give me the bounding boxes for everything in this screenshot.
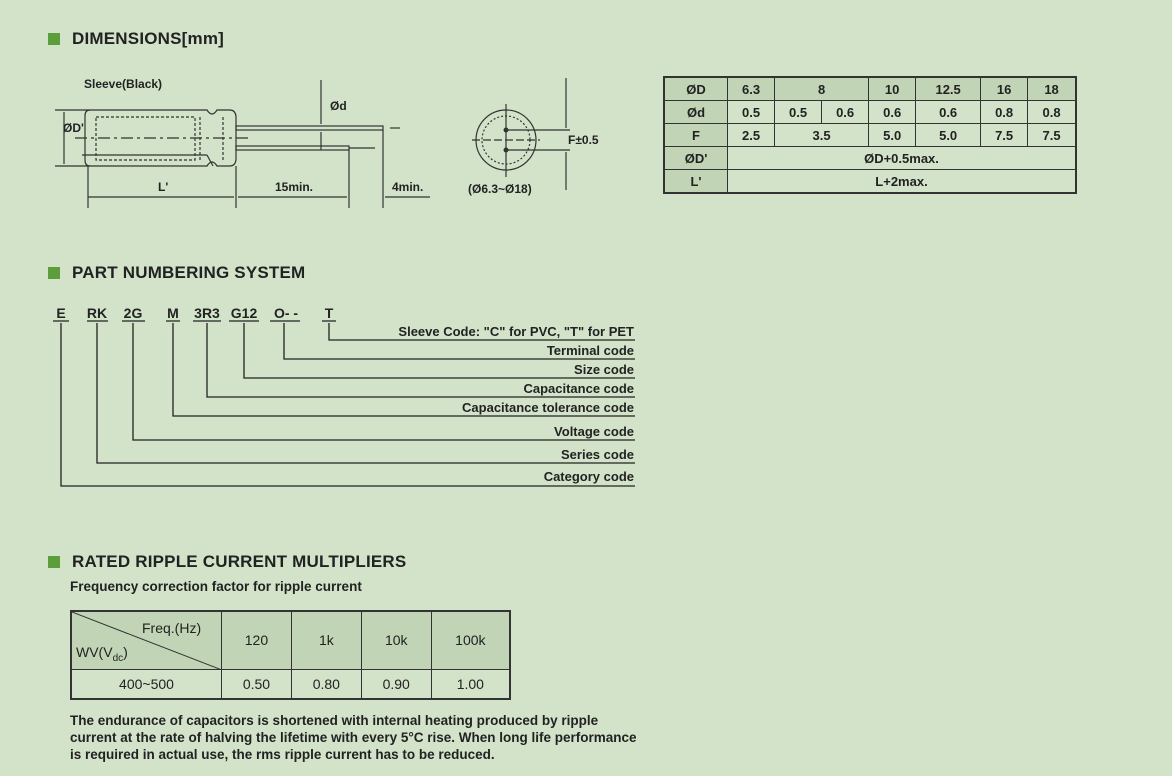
table-cell: 16 bbox=[980, 76, 1029, 101]
corner-header-cell: Freq.(Hz) WV(Vdc) bbox=[70, 610, 222, 670]
code-category: E bbox=[56, 305, 65, 321]
code-tolerance: M bbox=[167, 305, 179, 321]
code-sleeve: T bbox=[325, 305, 334, 321]
label-sleeve-code: Sleeve Code: "C" for PVC, "T" for PET bbox=[398, 324, 634, 339]
lead-ext-label: 4min. bbox=[392, 180, 423, 194]
table-row: ØD' ØD+0.5max. bbox=[663, 146, 1077, 170]
table-cell: 0.5 bbox=[726, 100, 776, 124]
table-cell: 0.8 bbox=[1027, 100, 1077, 124]
freq-label: Freq.(Hz) bbox=[142, 620, 202, 636]
section-ripple-title: RATED RIPPLE CURRENT MULTIPLIERS bbox=[48, 552, 406, 572]
table-cell: 0.8 bbox=[980, 100, 1029, 124]
table-cell: 5.0 bbox=[868, 123, 917, 147]
bullet-square-icon bbox=[48, 267, 60, 279]
table-cell: 7.5 bbox=[980, 123, 1029, 147]
row-header: L' bbox=[663, 169, 728, 194]
code-capacitance: 3R3 bbox=[194, 305, 220, 321]
range-label: (Ø6.3~Ø18) bbox=[468, 182, 532, 196]
wv-label: WV(Vdc) bbox=[76, 644, 128, 664]
section-dimensions-title: DIMENSIONS[mm] bbox=[48, 29, 224, 49]
row-header: ØD' bbox=[663, 146, 728, 170]
l-prime-label: L' bbox=[158, 180, 168, 194]
row-header: ØD bbox=[663, 76, 728, 101]
section-part-numbering-title: PART NUMBERING SYSTEM bbox=[48, 263, 305, 283]
table-row: ØD 6.3 8 10 12.5 16 18 bbox=[663, 76, 1077, 101]
table-cell: 12.5 bbox=[915, 76, 982, 101]
table-row: Ød 0.5 0.5 0.6 0.6 0.6 0.8 0.8 bbox=[663, 100, 1077, 124]
label-tolerance-code: Capacitance tolerance code bbox=[462, 400, 634, 415]
part-numbering-diagram: E RK 2G M 3R3 G12 O- - T Sleeve Code: "C… bbox=[53, 305, 635, 487]
ripple-table: Freq.(Hz) WV(Vdc) 120 1k 10k 100k 400~50… bbox=[70, 610, 511, 700]
freq-header: 120 bbox=[221, 610, 292, 670]
f-label: F±0.5 bbox=[568, 133, 599, 147]
multiplier-cell: 0.80 bbox=[290, 668, 362, 700]
section-title-text: RATED RIPPLE CURRENT MULTIPLIERS bbox=[72, 552, 407, 571]
table-cell: 10 bbox=[868, 76, 917, 101]
code-series: RK bbox=[87, 305, 107, 321]
od-small-label: Ød bbox=[330, 99, 347, 113]
label-series-code: Series code bbox=[561, 447, 634, 462]
bullet-square-icon bbox=[48, 556, 60, 568]
wv-subscript: dc bbox=[112, 652, 124, 664]
table-cell: 0.6 bbox=[821, 100, 870, 124]
table-cell: 7.5 bbox=[1027, 123, 1077, 147]
table-cell: 18 bbox=[1027, 76, 1077, 101]
table-cell: 0.6 bbox=[868, 100, 917, 124]
multiplier-cell: 0.50 bbox=[221, 668, 292, 700]
label-capacitance-code: Capacitance code bbox=[523, 381, 634, 396]
table-cell: L+2max. bbox=[727, 169, 1077, 194]
wv-close: ) bbox=[123, 644, 128, 660]
wv-text: WV(V bbox=[76, 644, 113, 660]
label-terminal-code: Terminal code bbox=[547, 343, 634, 358]
table-row: Freq.(Hz) WV(Vdc) 120 1k 10k 100k bbox=[70, 610, 511, 670]
table-row: 400~500 0.50 0.80 0.90 1.00 bbox=[70, 668, 511, 700]
row-header: F bbox=[663, 123, 728, 147]
code-terminal: O- - bbox=[274, 305, 298, 321]
dimensions-table: ØD 6.3 8 10 12.5 16 18 Ød 0.5 0.5 0.6 0.… bbox=[663, 76, 1077, 194]
code-voltage: 2G bbox=[124, 305, 143, 321]
multiplier-cell: 0.90 bbox=[360, 668, 432, 700]
freq-header: 10k bbox=[360, 610, 432, 670]
multiplier-cell: 1.00 bbox=[430, 668, 511, 700]
wv-cell: 400~500 bbox=[70, 668, 222, 700]
label-category-code: Category code bbox=[544, 469, 634, 484]
section-title-text: DIMENSIONS[mm] bbox=[72, 29, 225, 48]
table-row: F 2.5 3.5 5.0 5.0 7.5 7.5 bbox=[663, 123, 1077, 147]
row-header: Ød bbox=[663, 100, 728, 124]
table-cell: 6.3 bbox=[726, 76, 776, 101]
table-cell: 5.0 bbox=[915, 123, 982, 147]
bullet-square-icon bbox=[48, 33, 60, 45]
od-prime-label: ØD' bbox=[63, 121, 84, 135]
table-row: L' L+2max. bbox=[663, 169, 1077, 194]
freq-header: 1k bbox=[290, 610, 362, 670]
label-size-code: Size code bbox=[574, 362, 634, 377]
ripple-note: The endurance of capacitors is shortened… bbox=[70, 713, 637, 762]
table-cell: 0.6 bbox=[915, 100, 982, 124]
ripple-subtitle: Frequency correction factor for ripple c… bbox=[70, 579, 362, 594]
sleeve-label: Sleeve(Black) bbox=[84, 77, 162, 91]
table-cell: ØD+0.5max. bbox=[727, 146, 1077, 170]
freq-header: 100k bbox=[430, 610, 511, 670]
code-size: G12 bbox=[231, 305, 258, 321]
label-voltage-code: Voltage code bbox=[554, 424, 634, 439]
lead-length-label: 15min. bbox=[275, 180, 313, 194]
table-cell: 8 bbox=[774, 76, 870, 101]
diagonal-divider bbox=[72, 612, 222, 670]
section-title-text: PART NUMBERING SYSTEM bbox=[72, 263, 306, 282]
table-cell: 0.5 bbox=[774, 100, 823, 124]
capacitor-diagram: Sleeve(Black) ØD' Ød L' 15min. 4min. F±0… bbox=[55, 77, 599, 208]
table-cell: 2.5 bbox=[726, 123, 776, 147]
table-cell: 3.5 bbox=[774, 123, 870, 147]
